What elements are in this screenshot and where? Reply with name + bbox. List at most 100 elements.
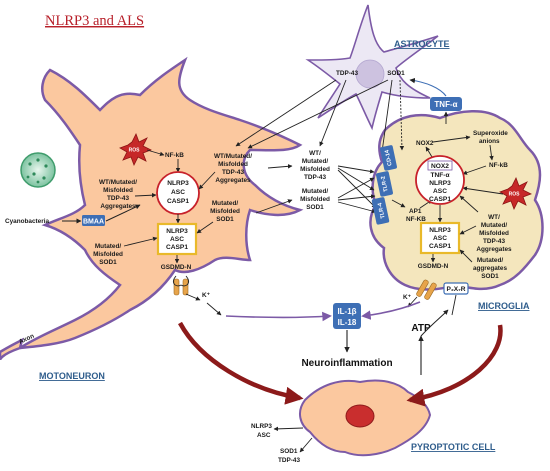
superoxide-label-1: Superoxide [473,130,508,137]
svg-text:NOX2: NOX2 [431,163,449,170]
svg-text:Misfolded: Misfolded [300,166,330,173]
atp-label: ATP [411,323,431,334]
microglia-label: MICROGLIA [478,301,530,311]
neuron-gsdmd-label: GSDMD-N [161,264,192,271]
svg-text:Mutated/: Mutated/ [477,257,503,264]
svg-text:Misfolded: Misfolded [103,187,133,194]
neuron-gsdmd-pore-icon [173,275,189,296]
il18-label: IL-18 [338,318,357,327]
p2x7r-receptor: P₂X₇R [443,282,469,295]
pyro-asc: ASC [257,432,271,439]
svg-text:TDP-43: TDP-43 [107,195,129,202]
pyroptotic-cell [298,379,432,457]
microglia-ros-burst-icon: ROS [499,177,532,210]
neuron-nfkb-label: NF-kB [165,152,184,159]
cyanobacteria-label: Cyanobacteria [5,218,49,225]
microglia-k-label: K⁺ [403,294,411,301]
nox2-label: NOX2 [416,140,434,147]
tnfa-label: TNF-α [434,100,457,109]
neuron-inflammasome-circle: NLRP3 ASC CASP1 [156,171,200,215]
svg-text:Aggregates: Aggregates [476,246,512,253]
neuron-inflammasome-box: NLRP3 ASC CASP1 [156,222,198,256]
neuron-k-label: K⁺ [202,292,210,299]
svg-text:CASP1: CASP1 [167,198,189,205]
motoneuron-cell [0,56,304,361]
pyro-sod1: SOD1 [280,448,298,455]
neuron-aggregates-right: WT/Mutated/ Misfolded TDP-43 Aggregates [214,153,252,184]
bmaa-badge [82,215,105,226]
pyro-tdp43: TDP-43 [278,457,300,464]
motoneuron-label: MOTONEURON [39,371,105,381]
svg-text:ASC: ASC [171,189,185,196]
svg-text:aggregates: aggregates [473,265,508,272]
svg-text:CD-14: CD-14 [384,148,393,166]
microglia-gsdmd-label: GSDMD-N [418,263,449,270]
microglia-nfkb-right: NF-kB [489,162,508,169]
bmaa-label: BMAA [83,219,104,226]
svg-text:Mutated/: Mutated/ [95,243,121,250]
microglia-gsdmd-pore-icon [416,279,437,300]
svg-text:TLR-4: TLR-4 [377,201,386,219]
svg-text:NLRP3: NLRP3 [166,228,188,235]
svg-text:ASC: ASC [170,236,184,243]
svg-text:NLRP3: NLRP3 [429,180,451,187]
svg-text:NLRP3: NLRP3 [167,180,189,187]
svg-text:Misfolded: Misfolded [479,230,509,237]
microglia-aggregates: WT/ Mutated/ Misfolded TDP-43 Aggregates [476,214,512,253]
svg-text:Aggregates: Aggregates [215,177,251,184]
svg-text:Mutated/: Mutated/ [302,188,328,195]
superoxide-label-2: anions [479,138,500,145]
pyroptotic-label: PYROPTOTIC CELL [411,442,496,452]
microglia-sod1: Mutated/ aggregates SOD1 [473,257,508,280]
svg-text:P₂X₇R: P₂X₇R [446,286,465,293]
svg-text:Mutated/: Mutated/ [302,158,328,165]
svg-text:SOD1: SOD1 [481,273,499,280]
middle-tdp43-label: WT/ Mutated/ Misfolded TDP-43 [300,150,330,181]
microglia-receptors: TLR-4 TLR-2 CD-14 [371,145,397,225]
svg-text:SOD1: SOD1 [216,216,234,223]
svg-text:Misfolded: Misfolded [300,196,330,203]
svg-text:WT/: WT/ [488,214,500,221]
ap1-label: AP1 [409,208,422,215]
svg-text:ASC: ASC [433,188,447,195]
svg-text:Misfolded: Misfolded [218,161,248,168]
neuron-sod1-right: Mutated/ Misfolded SOD1 [210,200,240,223]
svg-text:CASP1: CASP1 [166,244,188,251]
microglia-inflammasome-box: NLRP3 ASC CASP1 [419,221,461,255]
microglia-complex-circle: NOX2 TNF-α NLRP3 ASC CASP1 [415,155,465,205]
microglia-nfkb-left: NF-KB [406,216,426,223]
svg-text:Misfolded: Misfolded [93,251,123,258]
svg-text:TDP-43: TDP-43 [483,238,505,245]
svg-text:Misfolded: Misfolded [210,208,240,215]
astrocyte-cell [305,4,439,131]
svg-text:Aggregates: Aggregates [100,203,136,210]
middle-sod1-label: Mutated/ Misfolded SOD1 [300,188,330,211]
tnfa-badge [430,97,462,111]
astrocyte-label: ASTROCYTE [394,39,450,49]
svg-text:SOD1: SOD1 [306,204,324,211]
svg-text:ROS: ROS [129,148,141,154]
svg-text:ASC: ASC [433,235,447,242]
pyro-nlrp3: NLRP3 [251,423,272,430]
svg-text:TNF-α: TNF-α [430,172,449,179]
svg-text:Mutated/: Mutated/ [212,200,238,207]
svg-text:NLRP3: NLRP3 [429,227,451,234]
cytokine-badge [333,303,361,329]
ros-burst-icon: ROS [119,133,152,166]
astrocyte-tdp43: TDP-43 [336,70,358,77]
cyanobacteria-icon [20,152,56,188]
svg-text:TDP-43: TDP-43 [304,174,326,181]
svg-text:CASP1: CASP1 [429,243,451,250]
svg-text:ROS: ROS [509,192,521,198]
svg-text:WT/: WT/ [309,150,321,157]
neuroinflammation-label: Neuroinflammation [301,358,392,369]
svg-text:TLR-2: TLR-2 [380,175,389,192]
svg-text:WT/Mutated/: WT/Mutated/ [214,153,252,160]
svg-text:WT/Mutated/: WT/Mutated/ [99,179,137,186]
neuron-sod1-left: Mutated/ Misfolded SOD1 [93,243,123,266]
svg-text:CASP1: CASP1 [429,196,451,203]
il1b-label: IL-1β [337,307,356,316]
page-title: NLRP3 and ALS [45,13,144,29]
svg-text:Mutated/: Mutated/ [481,222,507,229]
